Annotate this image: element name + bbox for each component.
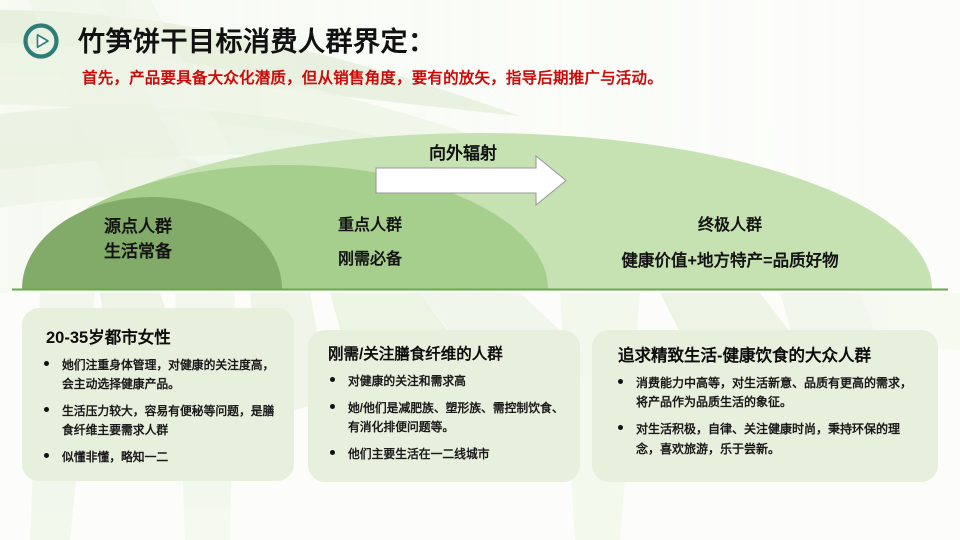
arrow-label: 向外辐射 <box>429 144 497 163</box>
bullet-dot <box>330 450 335 456</box>
audience-dome-diagram <box>0 108 960 293</box>
dome-origin-line2: 生活常备 <box>104 241 172 261</box>
bullet-dot <box>330 377 335 382</box>
bullet-dot <box>618 425 623 431</box>
list-item: 他们主要生活在一二线城市 <box>326 445 566 464</box>
audience-card-origin: 20-35岁都市女性 她们注重身体管理，对健康的关注度高，会主动选择健康产品。 … <box>22 308 294 481</box>
dome-label-origin: 源点人群 生活常备 <box>48 215 228 264</box>
list-item: 对生活积极，自律、关注健康时尚，秉持环保的理念，喜欢旅游，乐于尝新。 <box>614 420 922 458</box>
bullet-dot <box>618 379 623 384</box>
dome-label-final: 终极人群 健康价值+地方特产=品质好物 <box>560 214 900 274</box>
list-item: 消费能力中高等，对生活新意、品质有更高的需求，将产品作为品质生活的象征。 <box>614 374 922 412</box>
list-item: 对健康的关注和需求高 <box>326 372 566 391</box>
card-title: 追求精致生活-健康饮食的大众人群 <box>618 347 871 365</box>
card-bullet-list: 她们注重身体管理，对健康的关注度高，会主动选择健康产品。 生活压力较大，容易有便… <box>40 356 280 476</box>
list-item-text: 对生活积极，自律、关注健康时尚，秉持环保的理念，喜欢旅游，乐于尝新。 <box>636 422 901 456</box>
list-item: 似懂非懂，略知一二 <box>40 448 280 467</box>
page-subtitle: 首先，产品要具备大众化潜质，但从销售角度，要有的放矢，指导后期推广与活动。 <box>82 70 663 87</box>
list-item: 她们注重身体管理，对健康的关注度高，会主动选择健康产品。 <box>40 356 280 394</box>
bullet-dot <box>44 361 49 366</box>
audience-card-core: 刚需/关注膳食纤维的人群 对健康的关注和需求高 她/他们是减肥族、塑形族、需控制… <box>308 330 580 482</box>
dome-core-line2: 刚需必备 <box>337 251 402 269</box>
bullet-dot <box>44 407 49 413</box>
page-title: 竹笋饼干目标消费人群界定： <box>78 27 436 57</box>
card-bullet-list: 消费能力中高等，对生活新意、品质有更高的需求，将产品作为品质生活的象征。 对生活… <box>614 374 922 467</box>
list-item: 生活压力较大，容易有便秘等问题，是膳食纤维主要需求人群 <box>40 402 280 440</box>
list-item-text: 生活压力较大，容易有便秘等问题，是膳食纤维主要需求人群 <box>62 404 275 438</box>
card-title: 刚需/关注膳食纤维的人群 <box>328 346 503 363</box>
list-item-text: 他们主要生活在一二线城市 <box>348 447 490 462</box>
dome-label-core: 重点人群 刚需必备 <box>280 214 460 271</box>
play-circle-icon <box>22 22 60 60</box>
list-item-text: 似懂非懂，略知一二 <box>62 450 169 465</box>
dome-origin <box>22 197 282 289</box>
dome-final-line2: 健康价值+地方特产=品质好物 <box>621 252 839 271</box>
card-title: 20-35岁都市女性 <box>46 329 171 347</box>
card-bullet-list: 对健康的关注和需求高 她/他们是减肥族、塑形族、需控制饮食、有消化排便问题等。 … <box>326 372 566 472</box>
bullet-dot <box>44 453 49 459</box>
dome-final-line1: 终极人群 <box>697 217 762 234</box>
audience-card-final: 追求精致生活-健康饮食的大众人群 消费能力中高等，对生活新意、品质有更高的需求，… <box>592 330 938 482</box>
bullet-dot <box>330 404 335 410</box>
dome-origin-line1: 源点人群 <box>104 217 172 236</box>
outward-arrow <box>375 154 567 207</box>
list-item: 她/他们是减肥族、塑形族、需控制饮食、有消化排便问题等。 <box>326 399 566 437</box>
list-item-text: 消费能力中高等，对生活新意、品质有更高的需求，将产品作为品质生活的象征。 <box>636 376 913 410</box>
slide-header: 竹笋饼干目标消费人群界定： 首先，产品要具备大众化潜质，但从销售角度，要有的放矢… <box>0 0 960 100</box>
list-item-text: 她/他们是减肥族、塑形族、需控制饮食、有消化排便问题等。 <box>348 401 564 435</box>
dome-core-line1: 重点人群 <box>337 217 402 234</box>
list-item-text: 她们注重身体管理，对健康的关注度高，会主动选择健康产品。 <box>62 358 275 392</box>
list-item-text: 对健康的关注和需求高 <box>348 374 466 388</box>
